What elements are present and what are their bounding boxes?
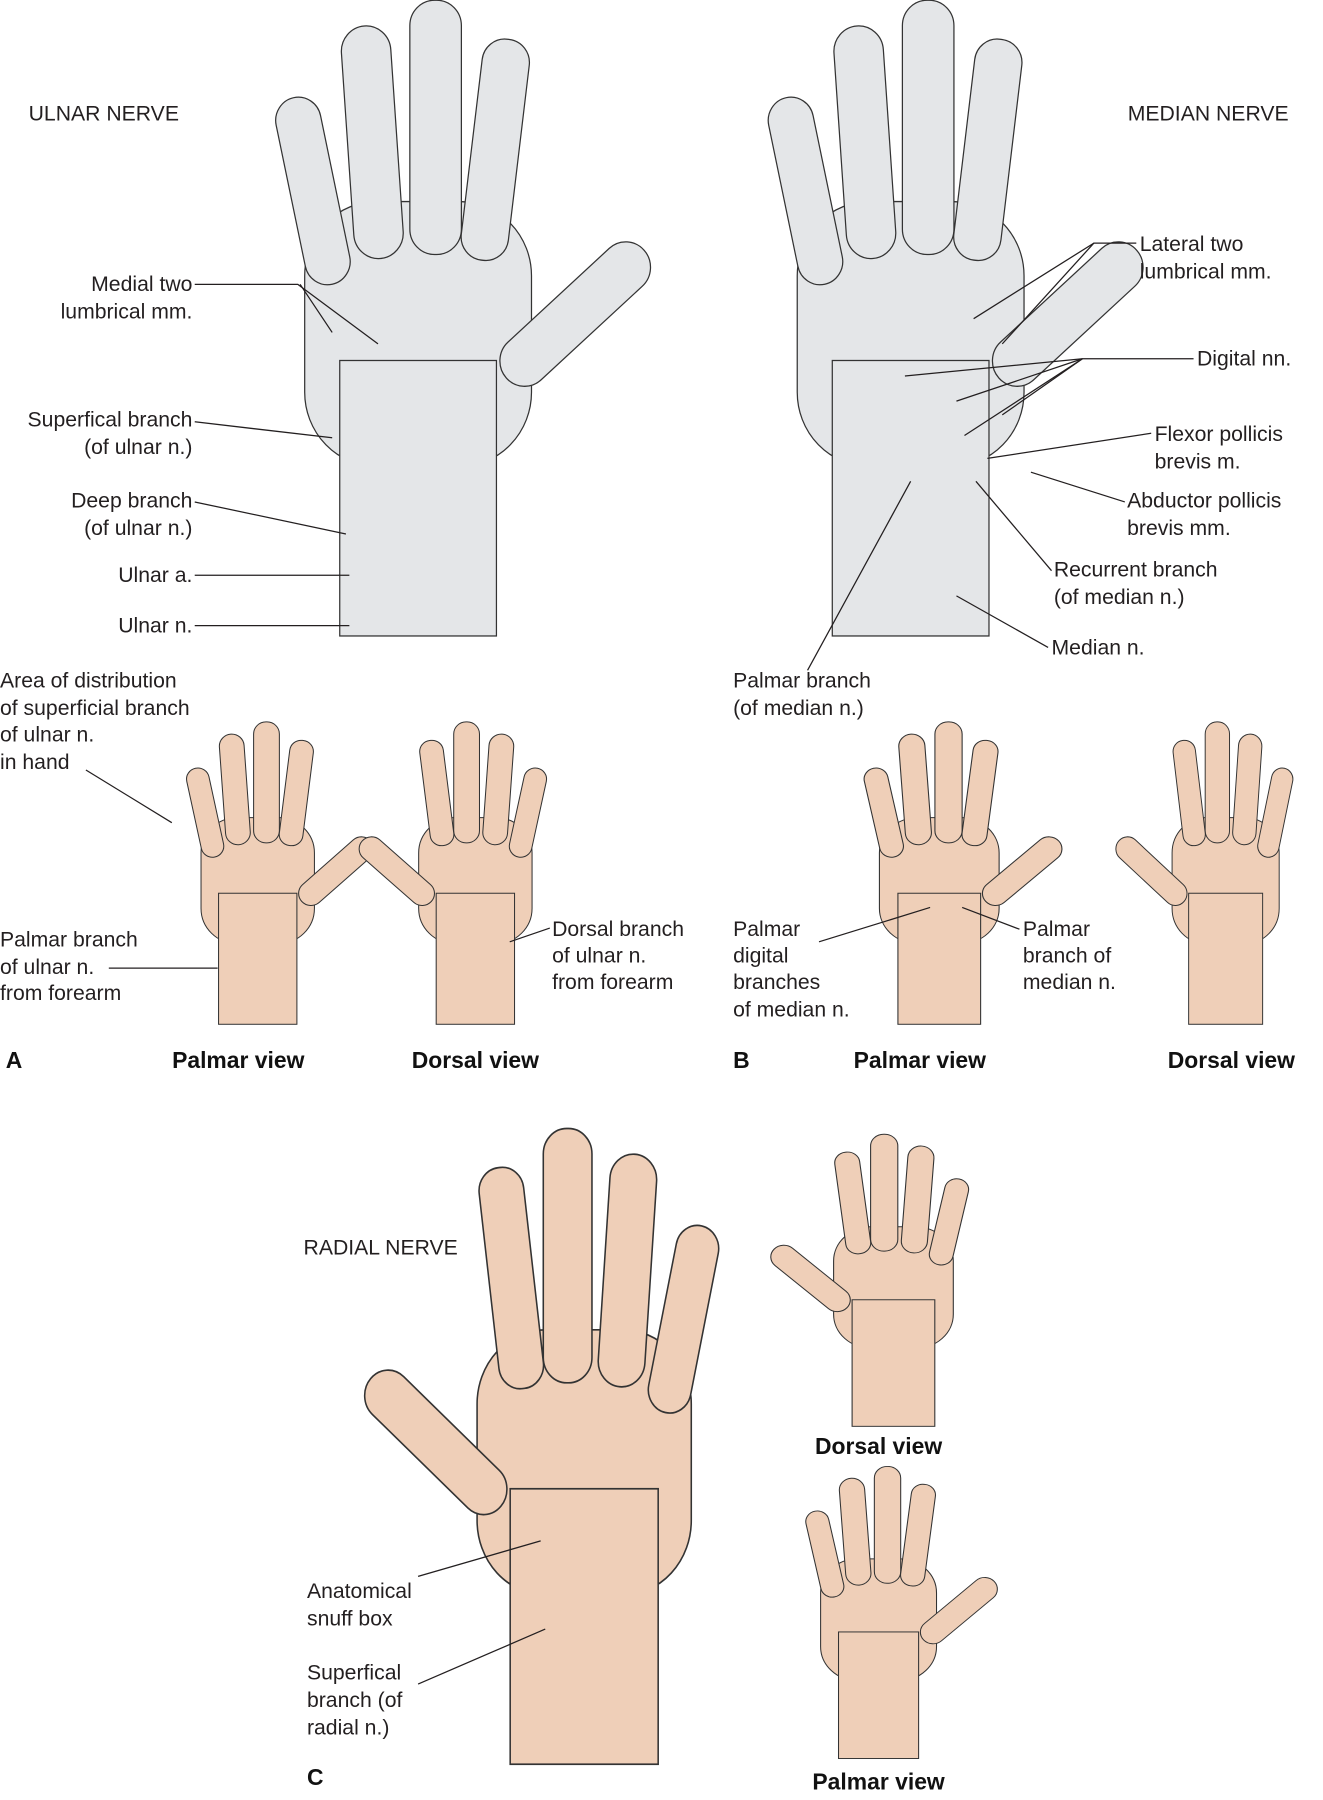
- median-anatomy-illustration: [762, 0, 1155, 638]
- panel-letter-a: A: [6, 1047, 23, 1073]
- label-flexor-pollicis-2: brevis m.: [1155, 451, 1241, 474]
- label-superficial-branch-ulnar-2: (of ulnar n.): [84, 436, 192, 459]
- label-median-nerve: Median n.: [1052, 636, 1145, 659]
- label-digital-nerves: Digital nn.: [1197, 348, 1291, 371]
- label-snuff-box-2: snuff box: [307, 1608, 393, 1631]
- panel-letter-b: B: [733, 1047, 750, 1073]
- radial-palmar-distribution-hand: [803, 1465, 1004, 1760]
- label-ulnar-artery: Ulnar a.: [118, 564, 192, 587]
- ulnar-nerve-title: ULNAR NERVE: [29, 103, 179, 126]
- label-palmar-digital-1: Palmar: [733, 918, 800, 941]
- label-palmar-branch-median-1: Palmar branch: [733, 670, 871, 693]
- label-ulnar-nerve: Ulnar n.: [118, 615, 192, 638]
- label-superficial-branch-radial-2: branch (of: [307, 1689, 403, 1712]
- label-palmar-branch-of-median-1: Palmar: [1023, 918, 1090, 941]
- label-abductor-pollicis-2: brevis mm.: [1127, 517, 1231, 540]
- panel-b-dorsal-view-caption: Dorsal view: [1168, 1047, 1295, 1073]
- radial-dorsal-large-hand: [353, 1127, 724, 1766]
- label-snuff-box-1: Anatomical: [307, 1580, 412, 1603]
- label-palmar-digital-3: branches: [733, 971, 820, 994]
- label-flexor-pollicis-1: Flexor pollicis: [1155, 423, 1283, 446]
- ulnar-anatomy-illustration: [270, 0, 662, 638]
- label-palmar-branch-of-median-3: median n.: [1023, 971, 1116, 994]
- label-recurrent-branch-2: (of median n.): [1054, 586, 1185, 609]
- label-medial-lumbricals-2: lumbrical mm.: [61, 301, 193, 324]
- ulnar-dorsal-distribution-hand: [353, 721, 550, 1025]
- label-palmar-branch-ulnar-2: of ulnar n.: [0, 956, 94, 979]
- label-recurrent-branch-1: Recurrent branch: [1054, 558, 1218, 581]
- panel-a-palmar-view-caption: Palmar view: [172, 1047, 305, 1073]
- leader-lines: [85, 242, 1194, 1685]
- label-area-distribution-4: in hand: [0, 751, 70, 774]
- label-area-distribution-2: of superficial branch: [0, 697, 190, 720]
- label-dorsal-branch-ulnar-3: from forearm: [552, 971, 673, 994]
- label-palmar-branch-of-median-2: branch of: [1023, 944, 1111, 967]
- radial-dorsal-distribution-hand: [764, 1133, 972, 1427]
- panel-c-palmar-view-caption: Palmar view: [812, 1768, 945, 1794]
- label-superficial-branch-ulnar-1: Superfical branch: [28, 408, 193, 431]
- label-superficial-branch-radial-3: radial n.): [307, 1716, 389, 1739]
- label-dorsal-branch-ulnar-2: of ulnar n.: [552, 944, 646, 967]
- label-lateral-lumbricals-1: Lateral two: [1140, 233, 1244, 256]
- ulnar-palmar-distribution-hand: [183, 721, 380, 1025]
- panel-a-dorsal-view-caption: Dorsal view: [412, 1047, 539, 1073]
- label-abductor-pollicis-1: Abductor pollicis: [1127, 490, 1281, 513]
- median-dorsal-distribution-hand: [1110, 721, 1296, 1025]
- label-area-distribution-1: Area of distribution: [0, 670, 177, 693]
- label-palmar-digital-2: digital: [733, 944, 788, 967]
- panel-letter-c: C: [307, 1764, 324, 1790]
- label-dorsal-branch-ulnar-1: Dorsal branch: [552, 918, 684, 941]
- label-palmar-branch-ulnar-3: from forearm: [0, 982, 121, 1005]
- label-deep-branch-2: (of ulnar n.): [84, 517, 192, 540]
- label-deep-branch-1: Deep branch: [71, 490, 192, 513]
- label-palmar-branch-median-2: (of median n.): [733, 697, 864, 720]
- label-palmar-digital-4: of median n.: [733, 998, 850, 1021]
- median-nerve-title: MEDIAN NERVE: [1128, 103, 1289, 126]
- label-area-distribution-3: of ulnar n.: [0, 723, 94, 746]
- label-medial-lumbricals-1: Medial two: [91, 273, 192, 296]
- panel-c-dorsal-view-caption: Dorsal view: [815, 1433, 942, 1459]
- panel-b-palmar-view-caption: Palmar view: [854, 1047, 987, 1073]
- label-lateral-lumbricals-2: lumbrical mm.: [1140, 261, 1272, 284]
- radial-nerve-title: RADIAL NERVE: [304, 1237, 458, 1260]
- label-superficial-branch-radial-1: Superfical: [307, 1661, 401, 1684]
- label-palmar-branch-ulnar-1: Palmar branch: [0, 928, 138, 951]
